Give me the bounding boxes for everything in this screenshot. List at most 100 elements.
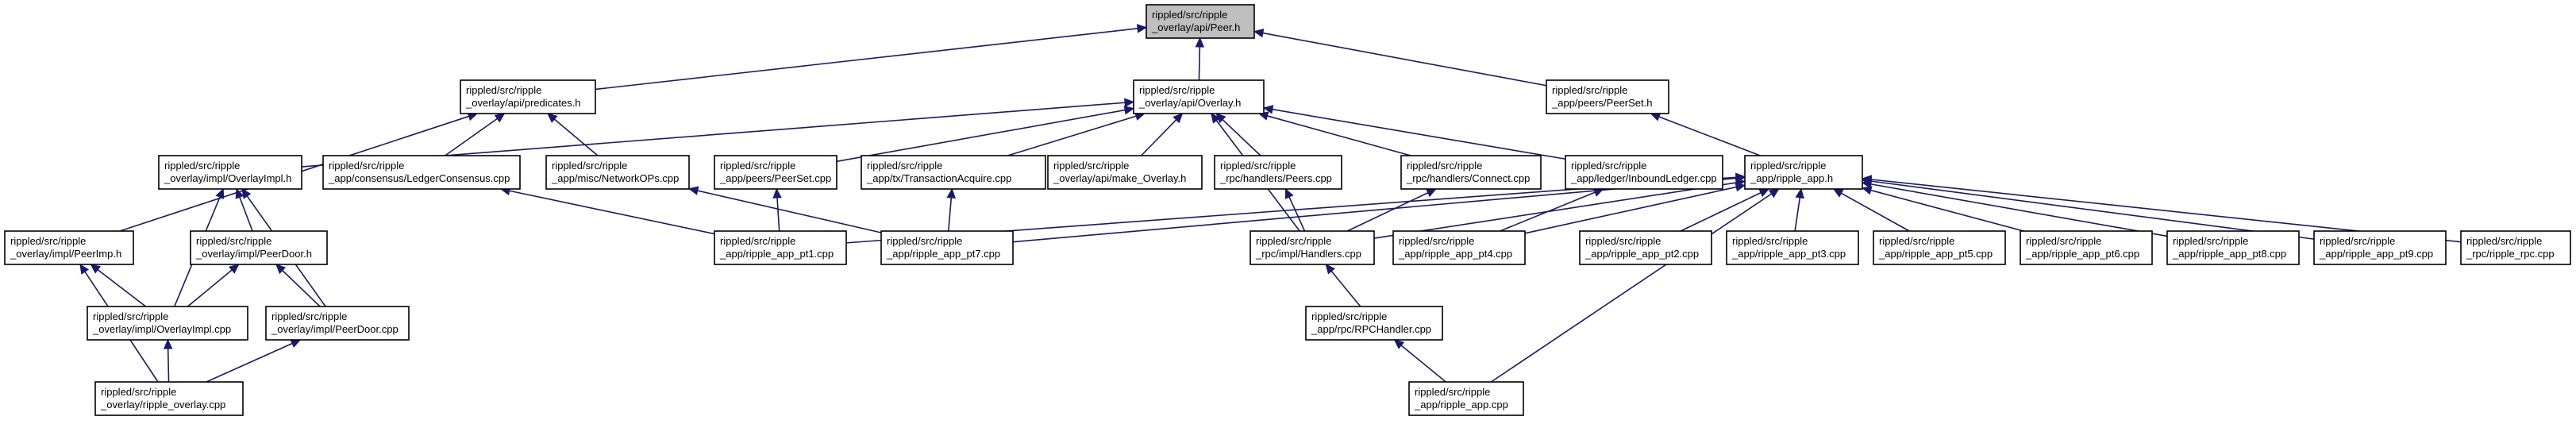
node-box bbox=[1400, 155, 1542, 190]
node-label-line-1: rippled/src/ripple bbox=[720, 160, 795, 172]
arrowhead-icon bbox=[1124, 98, 1135, 108]
node-ripple-app-pt7-cpp[interactable]: rippled/src/ripple_app/ripple_app_pt7.cp… bbox=[880, 230, 1014, 265]
node-overlay-h[interactable]: rippled/src/ripple_overlay/api/Overlay.h bbox=[1133, 79, 1265, 114]
node-label-line-1: rippled/src/ripple bbox=[164, 160, 240, 172]
node-ripple-app-pt9-cpp[interactable]: rippled/src/ripple_app/ripple_app_pt9.cp… bbox=[2313, 230, 2447, 265]
edge-line bbox=[1490, 193, 1772, 383]
edge-line bbox=[1500, 191, 1596, 232]
node-label-line-1: rippled/src/ripple bbox=[1415, 386, 1490, 398]
edge-line bbox=[947, 197, 953, 232]
node-label-line-1: rippled/src/ripple bbox=[2173, 235, 2248, 247]
node-label-line-2: _overlay/impl/PeerDoor.h bbox=[195, 248, 312, 260]
edge-line bbox=[282, 270, 321, 307]
edge-line bbox=[1841, 192, 1910, 232]
node-make-overlay-h[interactable]: rippled/src/ripple_overlay/api/make_Over… bbox=[1047, 155, 1203, 190]
node-handlers-connect-cpp[interactable]: rippled/src/ripple_rpc/handlers/Connect.… bbox=[1400, 155, 1542, 190]
node-box bbox=[1744, 155, 1863, 190]
edge-line bbox=[167, 348, 170, 383]
edge-line bbox=[97, 269, 147, 307]
node-ripple-app-h[interactable]: rippled/src/ripple_app/ripple_app.h bbox=[1744, 155, 1863, 190]
edge-ledgerconsensus_cpp-to-predicates_h bbox=[445, 113, 506, 156]
node-transactionacquire-cpp[interactable]: rippled/src/ripple_app/tx/TransactionAcq… bbox=[861, 155, 1046, 190]
node-box bbox=[2166, 230, 2300, 265]
edge-line bbox=[1140, 119, 1177, 156]
node-label-line-2: _rpc/ripple_rpc.cpp bbox=[2466, 248, 2555, 260]
node-label-line-2: _rpc/handlers/Connect.cpp bbox=[1406, 172, 1530, 184]
node-networkops-cpp[interactable]: rippled/src/ripple_app/misc/NetworkOPs.c… bbox=[545, 155, 690, 190]
node-peerimp-h[interactable]: rippled/src/ripple_overlay/impl/PeerImp.… bbox=[4, 230, 134, 265]
edge-line bbox=[595, 28, 1138, 91]
edge-inboundledger_cpp-to-overlay_h bbox=[1262, 105, 1566, 160]
edge-ripple_app_pt6_cpp-to-ripple_app_h bbox=[1861, 186, 2024, 232]
edge-line bbox=[1222, 118, 1261, 156]
arrowhead-icon bbox=[79, 263, 90, 275]
arrowhead-icon bbox=[772, 187, 782, 199]
node-label-line-2: _overlay/api/predicates.h bbox=[465, 97, 581, 109]
arrowhead-icon bbox=[1758, 188, 1770, 198]
edge-networkops_cpp-to-predicates_h bbox=[547, 113, 599, 156]
node-label-line-2: _rpc/handlers/Peers.cpp bbox=[1219, 172, 1332, 184]
arrowhead-icon bbox=[1832, 188, 1844, 198]
node-overlayimpl-h[interactable]: rippled/src/ripple_overlay/impl/OverlayI… bbox=[158, 155, 302, 190]
node-peerset-cpp[interactable]: rippled/src/ripple_app/peers/PeerSet.cpp bbox=[714, 155, 837, 190]
node-label-line-2: _app/tx/TransactionAcquire.cpp bbox=[866, 172, 1011, 184]
edge-line bbox=[836, 109, 1126, 163]
node-box bbox=[322, 155, 521, 190]
edge-handlers_connect_cpp-to-overlay_h bbox=[1257, 111, 1411, 156]
node-ripple-app-pt3-cpp[interactable]: rippled/src/ripple_app/ripple_app_pt3.cp… bbox=[1726, 230, 1859, 265]
edge-overlay_h-to-peer_h bbox=[1195, 37, 1205, 81]
node-ripple-app-pt5-cpp[interactable]: rippled/src/ripple_app/ripple_app_pt5.cp… bbox=[1873, 230, 2006, 265]
node-label-line-1: rippled/src/ripple bbox=[1585, 235, 1661, 247]
node-inboundledger-cpp[interactable]: rippled/src/ripple_app/ledger/InboundLed… bbox=[1565, 155, 1723, 190]
node-label-line-2: _app/ripple_app_pt4.cpp bbox=[1398, 248, 1512, 260]
edge-rpc_impl_handlers_cpp-to-handlers_peers_cpp bbox=[1284, 187, 1306, 232]
edge-ripple_app_h-to-peerset_h bbox=[1650, 112, 1761, 156]
arrowhead-icon bbox=[1195, 37, 1205, 48]
node-box bbox=[1133, 79, 1265, 114]
node-rpc-impl-handlers-cpp[interactable]: rippled/src/ripple_rpc/impl/Handlers.cpp bbox=[1249, 230, 1375, 265]
arrowhead-icon bbox=[1123, 105, 1135, 115]
node-box bbox=[158, 155, 302, 190]
node-peerdoor-cpp[interactable]: rippled/src/ripple_overlay/impl/PeerDoor… bbox=[265, 306, 410, 341]
node-box bbox=[1305, 306, 1443, 341]
arrowhead-icon bbox=[1861, 175, 1873, 184]
edge-line bbox=[1373, 182, 1737, 239]
node-box bbox=[714, 155, 837, 190]
node-label-line-2: _overlay/ripple_overlay.cpp bbox=[100, 399, 225, 411]
node-box bbox=[1873, 230, 2006, 265]
arrowhead-icon bbox=[1393, 339, 1405, 349]
node-label-line-2: _app/ripple_app_pt1.cpp bbox=[719, 248, 834, 260]
node-box bbox=[1579, 230, 1712, 265]
node-label-line-2: _app/rpc/RPCHandler.cpp bbox=[1311, 323, 1431, 335]
arrowhead-icon bbox=[241, 188, 252, 199]
arrowhead-icon bbox=[229, 264, 240, 274]
edge-make_overlay_h-to-overlay_h bbox=[1140, 113, 1184, 156]
edge-line bbox=[1794, 197, 1801, 232]
node-peerdoor-h[interactable]: rippled/src/ripple_overlay/impl/PeerDoor… bbox=[190, 230, 328, 265]
node-label-line-1: rippled/src/ripple bbox=[552, 160, 627, 172]
node-ledgerconsensus-cpp[interactable]: rippled/src/ripple_app/consensus/LedgerC… bbox=[322, 155, 521, 190]
node-ripple-app-pt6-cpp[interactable]: rippled/src/ripple_app/ripple_app_pt6.cp… bbox=[2020, 230, 2153, 265]
node-ripple-app-pt4-cpp[interactable]: rippled/src/ripple_app/ripple_app_pt4.cp… bbox=[1392, 230, 1526, 265]
node-overlayimpl-cpp[interactable]: rippled/src/ripple_overlay/impl/OverlayI… bbox=[87, 306, 248, 341]
arrowhead-icon bbox=[494, 113, 506, 123]
node-ripple-app-pt2-cpp[interactable]: rippled/src/ripple_app/ripple_app_pt2.cp… bbox=[1579, 230, 1712, 265]
node-ripple-overlay-cpp[interactable]: rippled/src/ripple_overlay/ripple_overla… bbox=[94, 381, 244, 416]
node-rpchandler-cpp[interactable]: rippled/src/ripple_app/rpc/RPCHandler.cp… bbox=[1305, 306, 1443, 341]
node-label-line-1: rippled/src/ripple bbox=[720, 235, 795, 247]
node-ripple-app-pt1-cpp[interactable]: rippled/src/ripple_app/ripple_app_pt1.cp… bbox=[714, 230, 847, 265]
node-label-line-2: _app/peers/PeerSet.cpp bbox=[719, 172, 831, 184]
node-handlers-peers-cpp[interactable]: rippled/src/ripple_rpc/handlers/Peers.cp… bbox=[1214, 155, 1342, 190]
node-peerset-h[interactable]: rippled/src/ripple_app/peers/PeerSet.h bbox=[1546, 79, 1669, 114]
node-label-line-2: _overlay/impl/PeerDoor.cpp bbox=[271, 323, 399, 335]
node-label-line-2: _rpc/impl/Handlers.cpp bbox=[1255, 248, 1361, 260]
edge-rpc_impl_handlers_cpp-to-handlers_connect_cpp bbox=[1346, 188, 1437, 232]
edge-line bbox=[1870, 189, 2024, 232]
node-predicates-h[interactable]: rippled/src/ripple_overlay/api/predicate… bbox=[460, 79, 596, 114]
node-ripple-app-pt8-cpp[interactable]: rippled/src/ripple_app/ripple_app_pt8.cp… bbox=[2166, 230, 2300, 265]
node-label-line-2: _app/ripple_app_pt8.cpp bbox=[2172, 248, 2286, 260]
node-ripple-rpc-cpp[interactable]: rippled/src/ripple_rpc/ripple_rpc.cpp bbox=[2460, 230, 2571, 265]
node-ripple-app-cpp[interactable]: rippled/src/ripple_app/ripple_app.cpp bbox=[1408, 381, 1524, 416]
node-box bbox=[880, 230, 1014, 265]
